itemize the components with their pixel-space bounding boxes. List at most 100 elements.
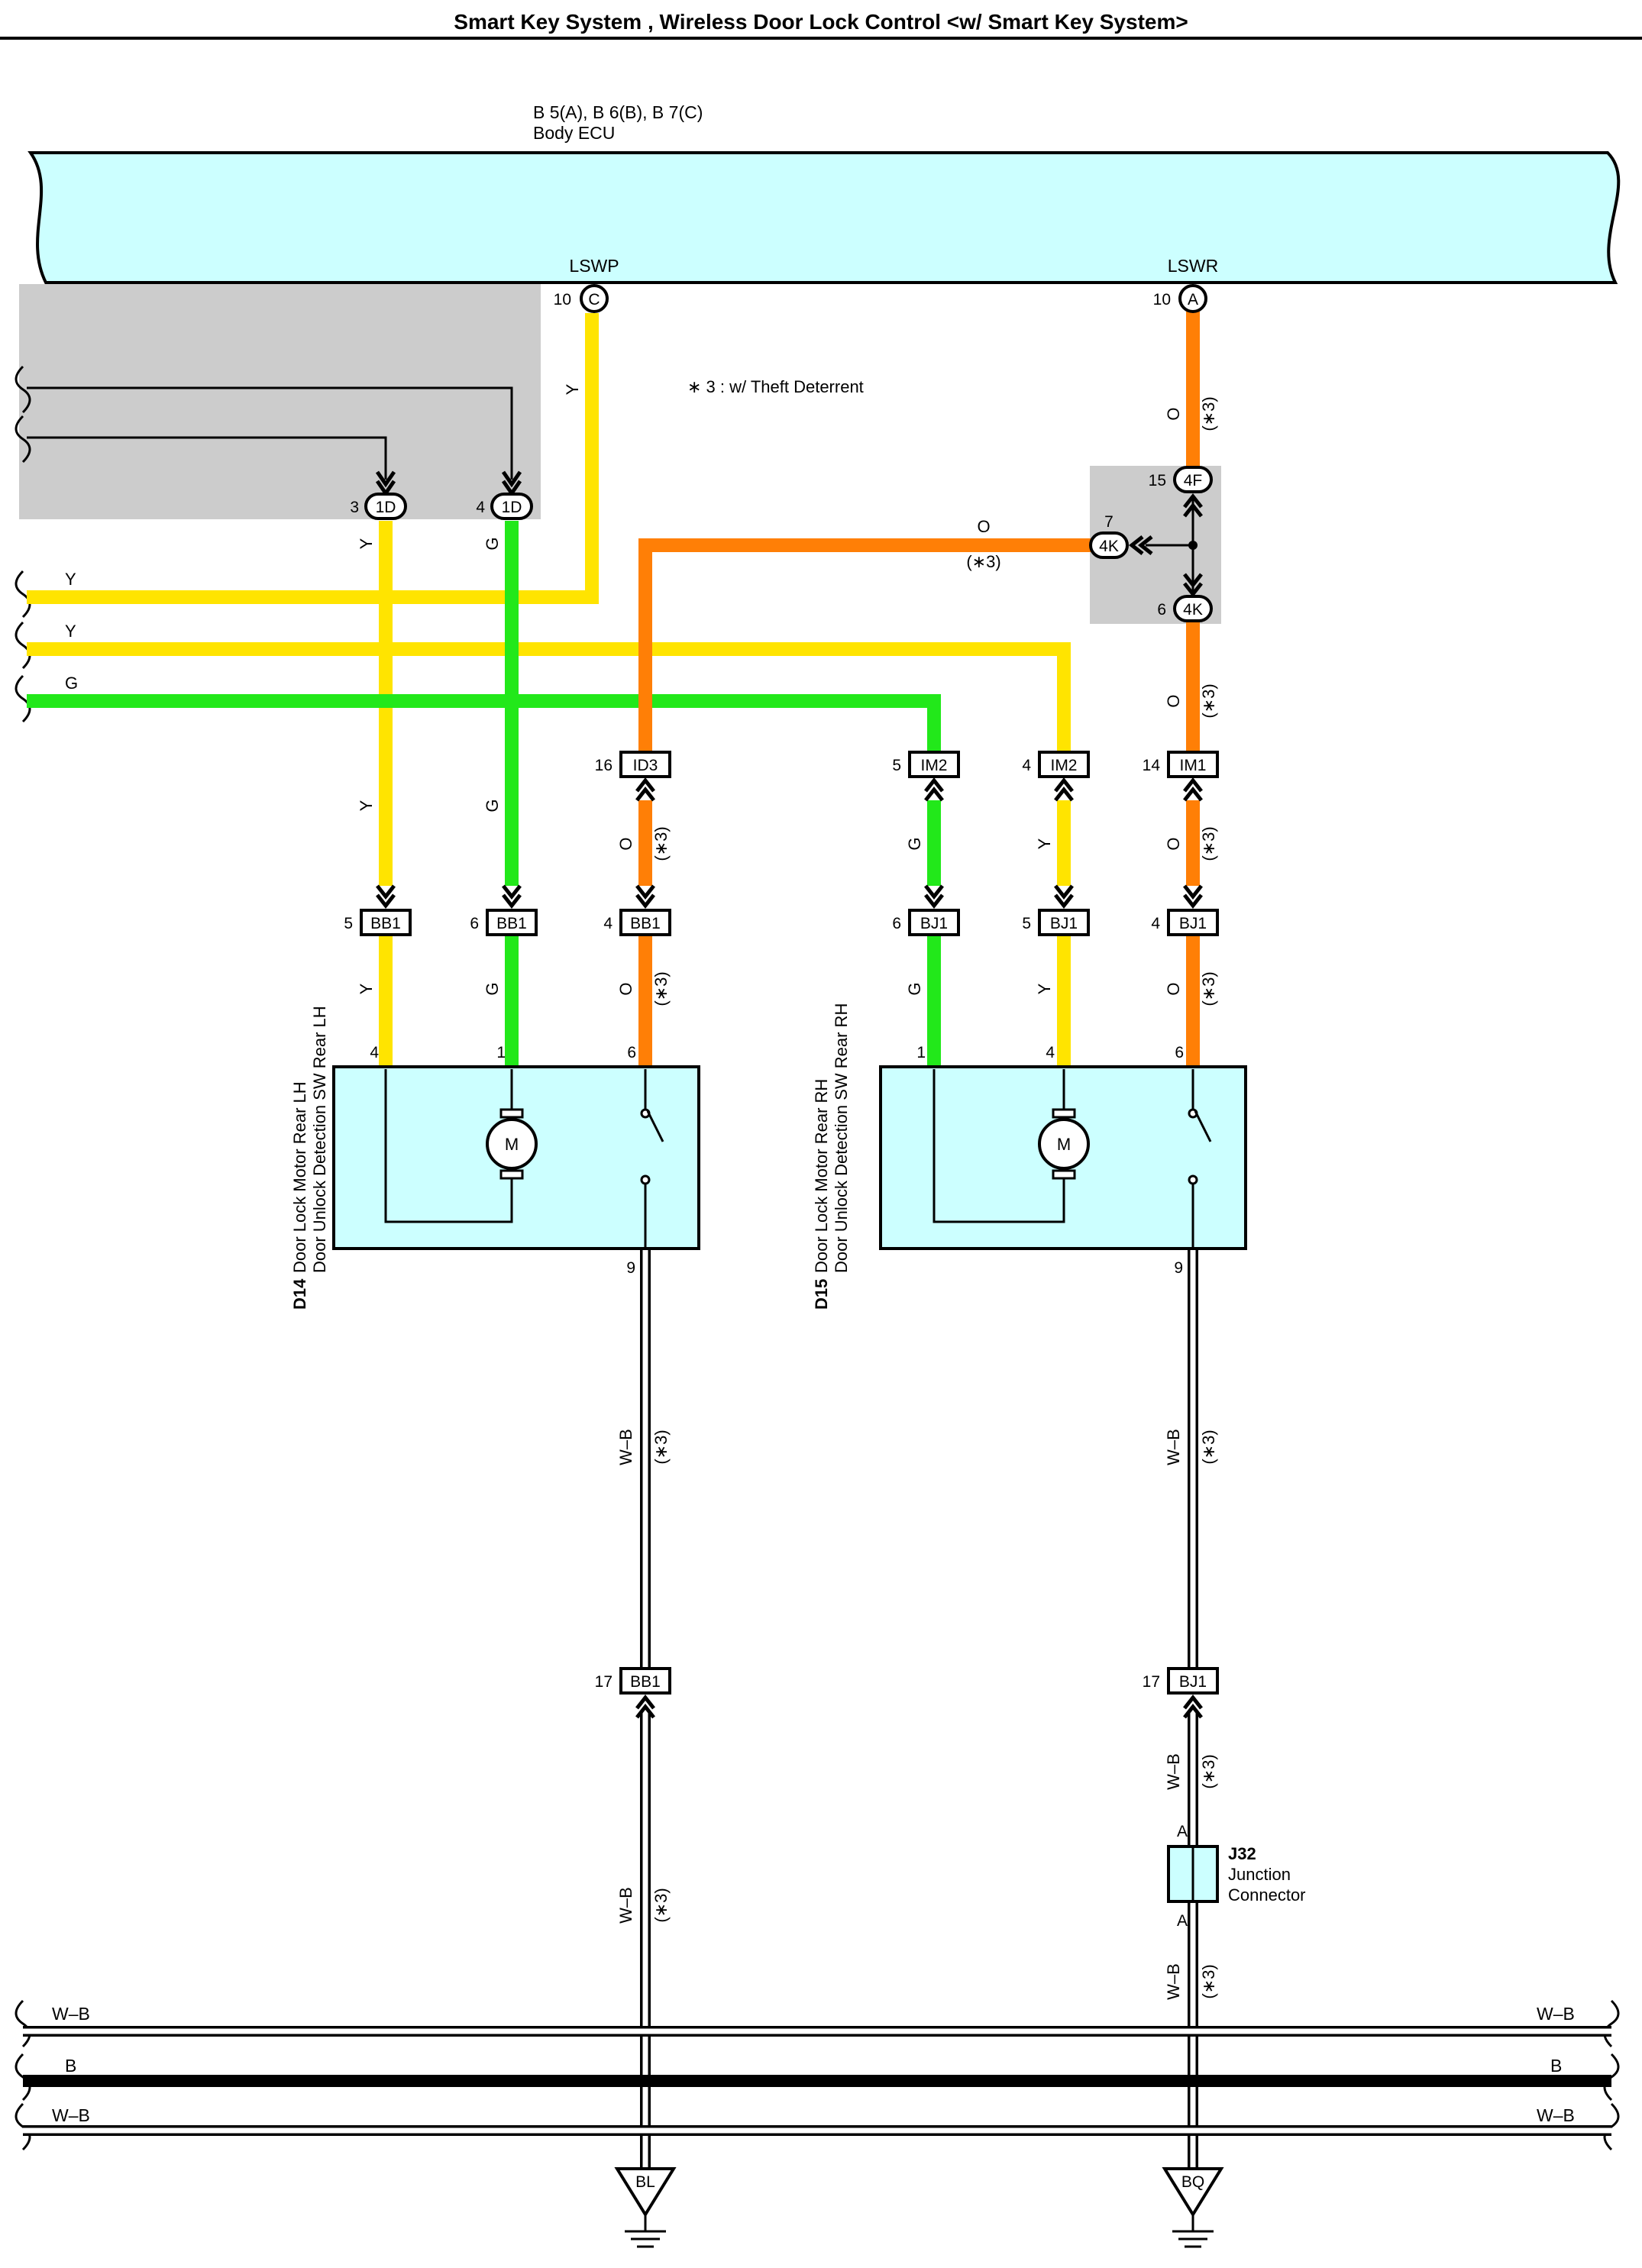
- note-theft-deterrent: ∗ 3 : w/ Theft Deterrent: [687, 377, 864, 396]
- svg-text:6: 6: [470, 915, 479, 932]
- label-wb-bj1-17: W–B: [1164, 1753, 1183, 1790]
- svg-text:7: 7: [1104, 513, 1114, 531]
- connector-bb1-pin5: BB1 5: [344, 884, 412, 936]
- d15-code: D15: [812, 1279, 831, 1310]
- junction-4f-4k: [1146, 495, 1198, 596]
- label-o-id3: O: [616, 837, 635, 850]
- svg-text:ID3: ID3: [633, 757, 658, 774]
- connector-bb1-pin6: BB1 6: [470, 884, 538, 936]
- svg-text:6: 6: [1157, 601, 1166, 619]
- terminal-lswr: A 10: [1153, 284, 1207, 313]
- svg-text:J32: J32: [1228, 1844, 1256, 1863]
- svg-text:A: A: [1177, 1912, 1188, 1930]
- svg-text:1: 1: [916, 1044, 926, 1061]
- svg-text:4: 4: [1151, 915, 1160, 932]
- connector-4k-pin6: 4K 6: [1157, 573, 1213, 622]
- svg-text:4: 4: [476, 499, 485, 516]
- bus-label-b-right: B: [1550, 2056, 1562, 2076]
- label-y-im2: Y: [1035, 838, 1054, 849]
- svg-text:6: 6: [892, 915, 901, 932]
- svg-text:BB1: BB1: [496, 915, 527, 932]
- svg-text:IM1: IM1: [1179, 757, 1206, 774]
- body-ecu-box: [27, 151, 1621, 284]
- label-o-im1: O: [1164, 837, 1183, 850]
- label-star3-d15: (∗3): [1199, 971, 1218, 1006]
- junction-connector-j32: A A J32 Junction Connector: [1167, 1823, 1306, 1930]
- svg-text:4K: 4K: [1099, 538, 1119, 555]
- bus-label-wb-top-right: W–B: [1537, 2004, 1575, 2024]
- connector-bj1-pin5: BJ1 5: [1022, 884, 1090, 936]
- motor-d14: [486, 1118, 538, 1170]
- svg-text:BJ1: BJ1: [1050, 915, 1078, 932]
- label-g-d15: G: [905, 982, 924, 995]
- svg-text:5: 5: [892, 757, 901, 774]
- bus-label-wb-bottom-right: W–B: [1537, 2105, 1575, 2125]
- svg-text:M: M: [1057, 1135, 1071, 1154]
- svg-text:A: A: [1177, 1823, 1188, 1840]
- label-wb-d15: W–B: [1164, 1429, 1183, 1465]
- svg-text:BB1: BB1: [370, 915, 401, 932]
- label-wb-j32: W–B: [1164, 1963, 1183, 2000]
- ecu-connectors-label: B 5(A), B 6(B), B 7(C): [533, 102, 703, 122]
- wire-yellow-to-im2-4: [27, 642, 1071, 752]
- svg-text:BL: BL: [635, 2173, 655, 2191]
- svg-text:17: 17: [595, 1673, 613, 1691]
- svg-text:14: 14: [1143, 757, 1161, 774]
- d15-line1: Door Lock Motor Rear RH: [812, 1079, 831, 1273]
- lswp-terminal-name: LSWP: [569, 256, 619, 276]
- d14-code: D14: [290, 1278, 309, 1310]
- svg-text:4F: 4F: [1184, 472, 1203, 489]
- lswr-terminal-name: LSWR: [1168, 256, 1218, 276]
- label-wire-y-1: Y: [65, 570, 76, 589]
- connector-im2-pin5: IM2 5: [892, 751, 960, 802]
- d14-line1: Door Lock Motor Rear LH: [290, 1081, 309, 1273]
- svg-text:Connector: Connector: [1228, 1885, 1306, 1905]
- ground-bq: BQ: [1162, 2167, 1224, 2248]
- connector-id3: ID3 16: [595, 751, 671, 802]
- connector-4k-pin7: 4K 7: [1089, 513, 1153, 559]
- label-y-lswp: Y: [563, 383, 582, 395]
- label-star3-im1: (∗3): [1199, 826, 1218, 861]
- ground-bl: BL: [614, 2167, 677, 2248]
- svg-text:M: M: [505, 1135, 519, 1154]
- label-g-1d4: G: [483, 537, 502, 550]
- label-y-d15: Y: [1035, 983, 1054, 994]
- svg-text:BB1: BB1: [630, 1673, 661, 1691]
- label-star3-bb1-17: (∗3): [651, 1888, 671, 1922]
- svg-text:10: 10: [554, 291, 571, 309]
- svg-text:BJ1: BJ1: [1179, 915, 1207, 932]
- label-star3-id3: (∗3): [651, 826, 671, 861]
- svg-text:4: 4: [370, 1044, 379, 1061]
- label-wb-bb1-17: W–B: [616, 1887, 635, 1924]
- svg-text:4K: 4K: [1183, 601, 1203, 619]
- svg-text:16: 16: [595, 757, 613, 774]
- label-star3-4k6: (∗3): [1199, 683, 1218, 718]
- label-g-im2: G: [905, 837, 924, 850]
- label-star3-wb-d15: (∗3): [1199, 1430, 1218, 1464]
- label-wb-d14: W–B: [616, 1429, 635, 1465]
- label-o-4k6: O: [1164, 694, 1183, 707]
- wire-black-to-1d-4: [27, 386, 513, 480]
- svg-text:BJ1: BJ1: [920, 915, 948, 932]
- connector-bb1-pin17: BB1 17: [595, 1667, 671, 1719]
- svg-text:5: 5: [344, 915, 353, 932]
- connector-1d-pin3: 1D 3: [350, 470, 407, 520]
- wire-orange-4k7-id3: [638, 538, 1100, 752]
- label-star3-bj1-17: (∗3): [1199, 1754, 1218, 1788]
- svg-text:BB1: BB1: [630, 915, 661, 932]
- d14-line2: Door Unlock Detection SW Rear LH: [310, 1006, 329, 1273]
- bus-label-wb-bottom-left: W–B: [52, 2105, 90, 2125]
- wire-green-to-im2-5: [27, 694, 941, 752]
- svg-text:Junction: Junction: [1228, 1865, 1291, 1884]
- svg-text:10: 10: [1153, 291, 1171, 309]
- connector-4f: 4F 15: [1149, 466, 1213, 518]
- green-wires: [27, 521, 941, 1069]
- component-d15: M 1 4 6 9 D15 Door Lock Motor Rear RH Do…: [812, 1003, 1247, 1310]
- label-y-d14: Y: [357, 983, 376, 994]
- label-wire-g: G: [65, 674, 78, 693]
- connector-bj1-pin17: BJ1 17: [1143, 1667, 1219, 1719]
- ground-buses: [23, 2026, 1611, 2136]
- svg-text:4: 4: [1046, 1044, 1055, 1061]
- orange-wires: [638, 312, 1200, 1069]
